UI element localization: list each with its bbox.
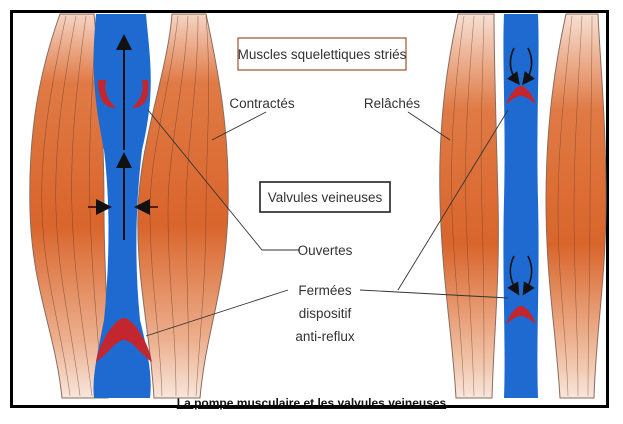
muscle-pump-illustration: Muscles squelettiques striés Contractés … xyxy=(0,0,623,410)
open-label: Ouvertes xyxy=(298,243,353,258)
relaxed-muscle-right xyxy=(546,14,606,398)
relaxed-muscle-left xyxy=(440,14,499,398)
relaxed-label: Relâchés xyxy=(364,96,421,111)
contracted-label: Contractés xyxy=(229,96,295,111)
right-vein xyxy=(503,14,538,398)
closed-label-line2: dispositif xyxy=(299,306,352,321)
closed-label-line1: Fermées xyxy=(298,283,352,298)
muscles-title-label: Muscles squelettiques striés xyxy=(238,47,407,62)
figure-caption: La pompe musculaire et les valvules vein… xyxy=(0,396,623,410)
valves-title-label: Valvules veineuses xyxy=(268,190,383,205)
closed-label-line3: anti-reflux xyxy=(295,329,355,344)
